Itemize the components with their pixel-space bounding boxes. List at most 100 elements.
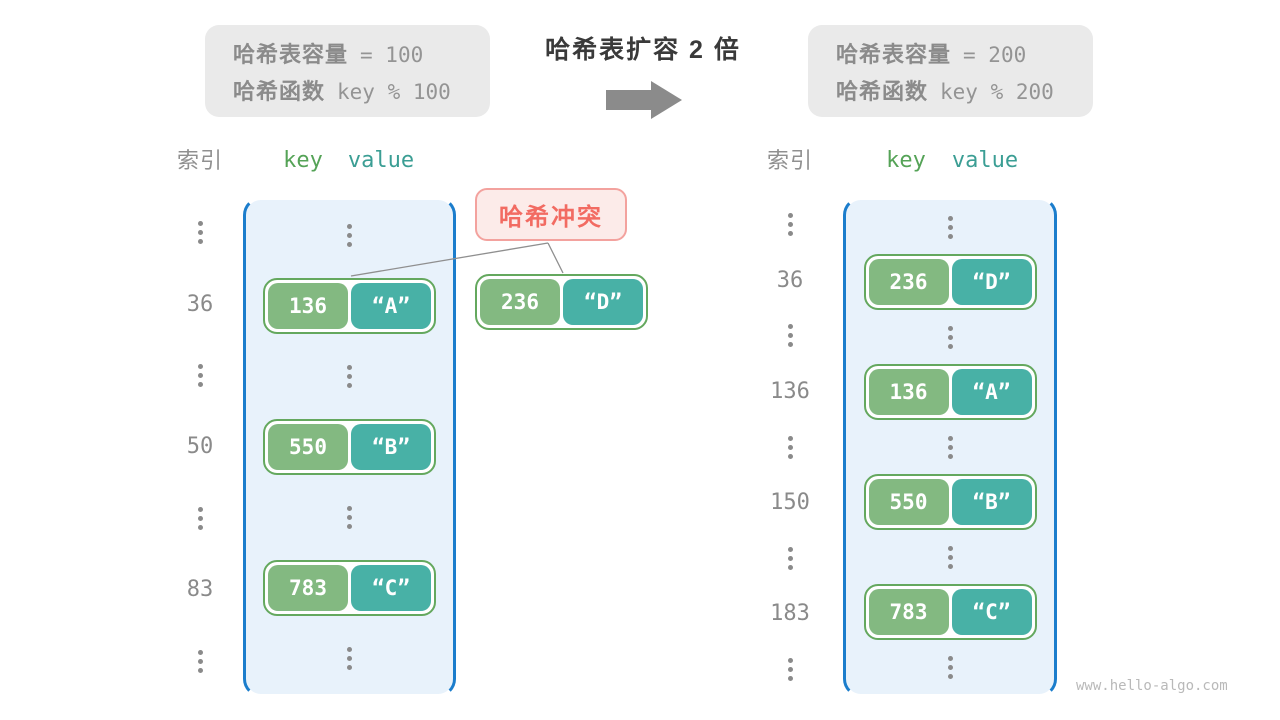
arrow-shaft: [606, 90, 651, 110]
bucket-cell: [246, 200, 453, 271]
bucket-cell: [246, 482, 453, 553]
index-label: 36: [776, 267, 804, 293]
bucket-cell: 550 “B”: [246, 412, 453, 483]
ellipsis-icon: [347, 506, 352, 530]
key-header-left: key: [283, 148, 323, 173]
capacity-line: 哈希表容量 = 100: [233, 37, 490, 69]
index-cell: [168, 197, 232, 268]
bucket-cell: [246, 341, 453, 412]
hash-table-right: 236 “D” 136 “A” 550 “B” 783 “C”: [843, 197, 1057, 697]
index-cell: [168, 340, 232, 411]
capacity-info-left: 哈希表容量 = 100 哈希函数 key % 100: [205, 25, 490, 117]
index-cell: [758, 308, 822, 364]
key-box: 550: [868, 479, 949, 525]
bucket-cell: 136 “A”: [846, 364, 1054, 420]
key-box: 236: [480, 279, 560, 325]
key-box: 136: [868, 369, 949, 415]
ellipsis-icon: [197, 649, 203, 673]
index-cell: 36: [758, 253, 822, 309]
ellipsis-icon: [947, 655, 953, 679]
kv-pair: 136 “A”: [263, 277, 436, 334]
index-cell: [168, 483, 232, 554]
key-box: 236: [868, 259, 949, 305]
capacity-line: 哈希表容量 = 200: [836, 37, 1093, 69]
ellipsis-icon: [947, 545, 953, 569]
hash-table-left: 136 “A” 550 “B” 783 “C”: [243, 197, 456, 697]
kv-pair: 136 “A”: [863, 364, 1037, 420]
index-header-left: 索引: [176, 148, 223, 173]
ellipsis-icon: [787, 435, 793, 459]
key-box: 783: [268, 565, 348, 612]
kv-pair: 550 “B”: [263, 419, 436, 476]
index-cell: [758, 419, 822, 475]
hash-function-line: 哈希函数 key % 200: [836, 74, 1093, 106]
ellipsis-icon: [197, 364, 203, 388]
value-box: “D”: [951, 259, 1032, 305]
key-box: 783: [868, 589, 949, 635]
index-label: 136: [770, 378, 810, 404]
bucket-cell: [846, 640, 1054, 694]
value-box: “C”: [951, 589, 1032, 635]
ellipsis-icon: [787, 657, 793, 681]
key-box: 136: [268, 282, 348, 329]
value-box: “B”: [351, 424, 431, 471]
index-column-right: 36 136 150 183: [758, 197, 822, 697]
capacity-value: = 100: [360, 42, 424, 67]
bucket-cell: [846, 200, 1054, 254]
bucket-cell: 550 “B”: [846, 474, 1054, 530]
bucket-cell: 236 “D”: [846, 254, 1054, 310]
value-header-left: value: [347, 148, 415, 173]
hash-collision-badge: 哈希冲突: [475, 188, 627, 241]
index-cell: [168, 626, 232, 697]
index-header-right: 索引: [766, 148, 813, 173]
ellipsis-icon: [787, 213, 793, 237]
value-header-right: value: [951, 148, 1019, 173]
bucket-cell: 783 “C”: [846, 584, 1054, 640]
kv-pair: 236 “D”: [475, 274, 648, 330]
arrow-head: [651, 81, 682, 119]
value-box: “D”: [563, 279, 643, 325]
right-arrow-icon: [606, 81, 682, 119]
key-box: 550: [268, 424, 348, 471]
ellipsis-icon: [787, 324, 793, 348]
hash-function-label: 哈希函数: [836, 78, 929, 104]
index-label: 50: [186, 434, 214, 460]
key-header-right: key: [886, 148, 926, 173]
index-cell: 50: [168, 411, 232, 482]
index-cell: 83: [168, 554, 232, 625]
bucket-cell: 136 “A”: [246, 271, 453, 342]
ellipsis-icon: [197, 506, 203, 530]
index-cell: 36: [168, 268, 232, 339]
bucket-cell: [846, 310, 1054, 364]
bucket-cell: [846, 420, 1054, 474]
capacity-value: = 200: [963, 42, 1027, 67]
index-cell: [758, 642, 822, 698]
index-label: 36: [186, 291, 214, 317]
index-cell: [758, 530, 822, 586]
hash-function-label: 哈希函数: [233, 78, 326, 104]
value-box: “C”: [351, 565, 431, 612]
capacity-info-right: 哈希表容量 = 200 哈希函数 key % 200: [808, 25, 1093, 117]
watermark: www.hello-algo.com: [1076, 678, 1228, 694]
capacity-label: 哈希表容量: [836, 41, 952, 67]
value-box: “A”: [351, 282, 431, 329]
kv-pair: 783 “C”: [263, 560, 436, 617]
index-cell: 136: [758, 364, 822, 420]
ellipsis-icon: [197, 221, 203, 245]
index-label: 150: [770, 490, 810, 516]
colliding-kv-pair: 236 “D”: [475, 274, 648, 330]
index-label: 183: [770, 601, 810, 627]
ellipsis-icon: [947, 325, 953, 349]
capacity-label: 哈希表容量: [233, 41, 349, 67]
ellipsis-icon: [347, 647, 352, 671]
bucket-cell: 783 “C”: [246, 553, 453, 624]
ellipsis-icon: [947, 435, 953, 459]
ellipsis-icon: [947, 215, 953, 239]
index-label: 83: [186, 577, 214, 603]
index-cell: [758, 197, 822, 253]
hash-function-line: 哈希函数 key % 100: [233, 74, 490, 106]
index-cell: 150: [758, 475, 822, 531]
hash-function-value: key % 100: [337, 79, 451, 104]
index-cell: 183: [758, 586, 822, 642]
